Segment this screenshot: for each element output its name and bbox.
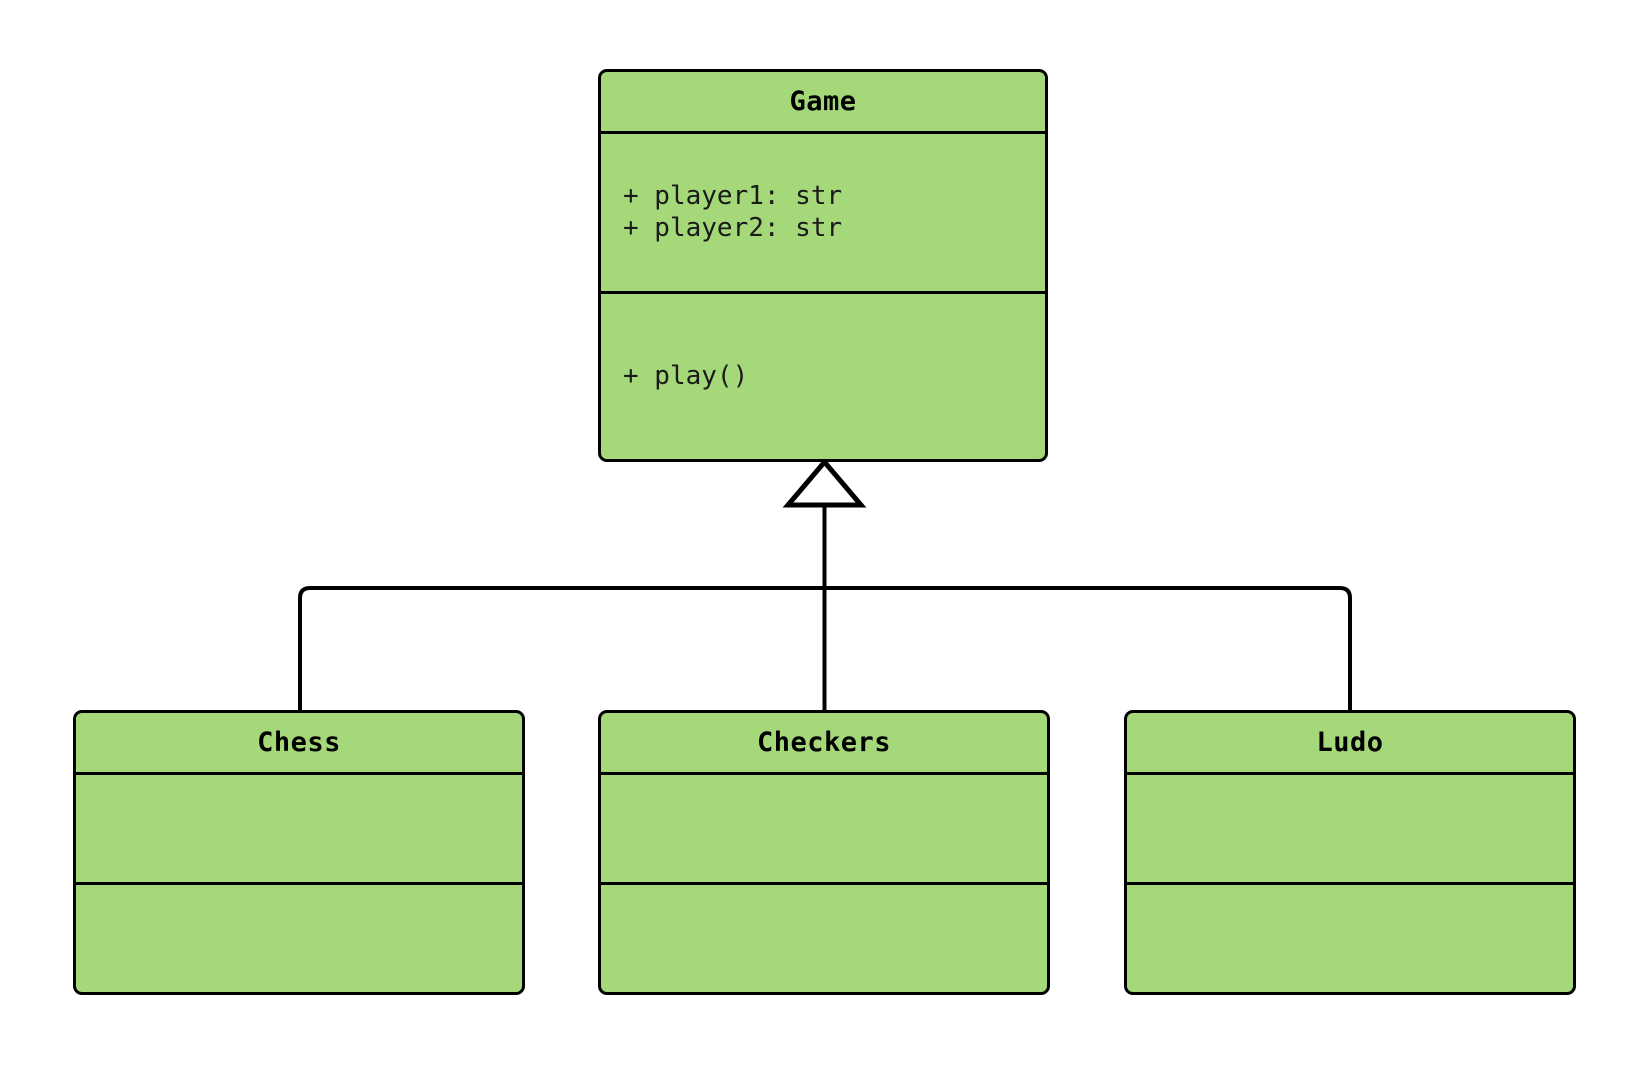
class-attributes-game: + player1: str + player2: str [601, 134, 1045, 294]
class-methods-chess [76, 885, 522, 992]
uml-class-chess[interactable]: Chess [73, 710, 525, 995]
uml-class-checkers[interactable]: Checkers [598, 710, 1050, 995]
class-methods-game: + play() [601, 294, 1045, 459]
class-attributes-chess [76, 775, 522, 885]
method-row: + play() [623, 360, 749, 391]
generalization-triangle-icon [782, 458, 867, 508]
class-name-chess: Chess [76, 713, 522, 775]
connector-bus [298, 586, 1352, 710]
uml-class-ludo[interactable]: Ludo [1124, 710, 1576, 995]
attribute-row: + player2: str [623, 212, 843, 243]
attribute-row: + player1: str [623, 180, 843, 211]
class-attributes-ludo [1127, 775, 1573, 885]
class-name-ludo: Ludo [1127, 713, 1573, 775]
class-methods-checkers [601, 885, 1047, 992]
class-attributes-checkers [601, 775, 1047, 885]
class-methods-ludo [1127, 885, 1573, 992]
uml-class-game[interactable]: Game + player1: str + player2: str + pla… [598, 69, 1048, 462]
class-name-checkers: Checkers [601, 713, 1047, 775]
class-name-game: Game [601, 72, 1045, 134]
